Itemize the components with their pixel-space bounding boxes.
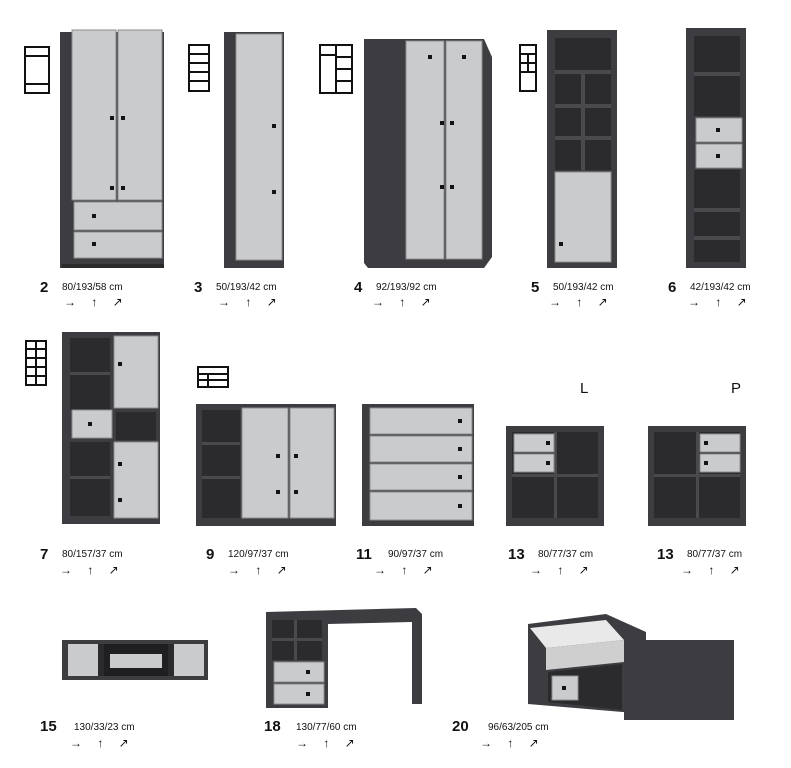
item-9-dimension-arrows: → ↑ ↗ [228,563,293,577]
item-2-dimension-arrows: → ↑ ↗ [64,295,129,309]
item-3-number: 3 [194,279,203,296]
item-15-dimension-arrows: → ↑ ↗ [70,736,135,750]
bookcase-5-image [547,30,617,268]
wardrobe-4-image [364,39,492,268]
schematic-icon-wardrobe-2 [24,46,50,94]
dresser-9-image [196,404,336,526]
item-3-dimension-arrows: → ↑ ↗ [218,295,283,309]
right-variant-label: P [731,380,742,397]
item-4-dimensions: 92/193/92 cm [376,282,437,293]
item-5-dimension-arrows: → ↑ ↗ [549,295,614,309]
item-7-number: 7 [40,546,49,563]
item-4-dimension-arrows: → ↑ ↗ [372,295,437,309]
item-20-dimension-arrows: → ↑ ↗ [480,736,545,750]
schematic-icon-bookcase-7 [25,340,47,386]
item-13-right-number: 13 [657,546,674,563]
item-11-dimension-arrows: → ↑ ↗ [374,563,439,577]
schematic-icon-wardrobe-3 [188,44,210,92]
item-18-dimensions: 130/77/60 cm [296,722,357,733]
bookcase-6-image [686,28,746,268]
item-13-right-dimensions: 80/77/37 cm [687,549,743,560]
left-variant-label: L [580,380,589,397]
item-5-number: 5 [531,279,540,296]
item-15-dimensions: 130/33/23 cm [74,722,135,733]
cabinet-13-left-image [506,426,604,526]
desk-18-image [266,608,422,708]
wardrobe-2-image [60,29,164,268]
item-6-dimension-arrows: → ↑ ↗ [688,295,753,309]
cabinet-13-right-image [648,426,746,526]
item-2-number: 2 [40,279,49,296]
item-6-number: 6 [668,279,677,296]
wardrobe-3-image [224,32,284,268]
bookcase-7-image [62,332,160,524]
item-13-left-dimensions: 80/77/37 cm [538,549,594,560]
item-7-dimension-arrows: → ↑ ↗ [60,563,125,577]
item-13-left-dimension-arrows: → ↑ ↗ [530,563,595,577]
item-4-number: 4 [354,279,363,296]
schematic-icon-wardrobe-4 [319,44,353,94]
item-15-number: 15 [40,718,57,735]
schematic-icon-dresser-9 [197,366,229,388]
item-2-dimensions: 80/193/58 cm [62,282,123,293]
shelf-15-image [62,640,208,680]
item-18-dimension-arrows: → ↑ ↗ [296,736,361,750]
schematic-icon-bookcase-5 [519,44,537,92]
item-9-number: 9 [206,546,215,563]
item-13-right-dimension-arrows: → ↑ ↗ [681,563,746,577]
chest-11-image [362,404,474,526]
item-7-dimensions: 80/157/37 cm [62,549,123,560]
item-18-number: 18 [264,718,281,735]
item-5-dimensions: 50/193/42 cm [553,282,614,293]
item-20-dimensions: 96/63/205 cm [488,722,549,733]
item-6-dimensions: 42/193/42 cm [690,282,751,293]
item-11-number: 11 [356,546,372,563]
item-3-dimensions: 50/193/42 cm [216,282,277,293]
item-11-dimensions: 90/97/37 cm [388,549,444,560]
bed-20-image [528,614,734,720]
item-13-left-number: 13 [508,546,525,563]
item-20-number: 20 [452,718,469,735]
item-9-dimensions: 120/97/37 cm [228,549,289,560]
